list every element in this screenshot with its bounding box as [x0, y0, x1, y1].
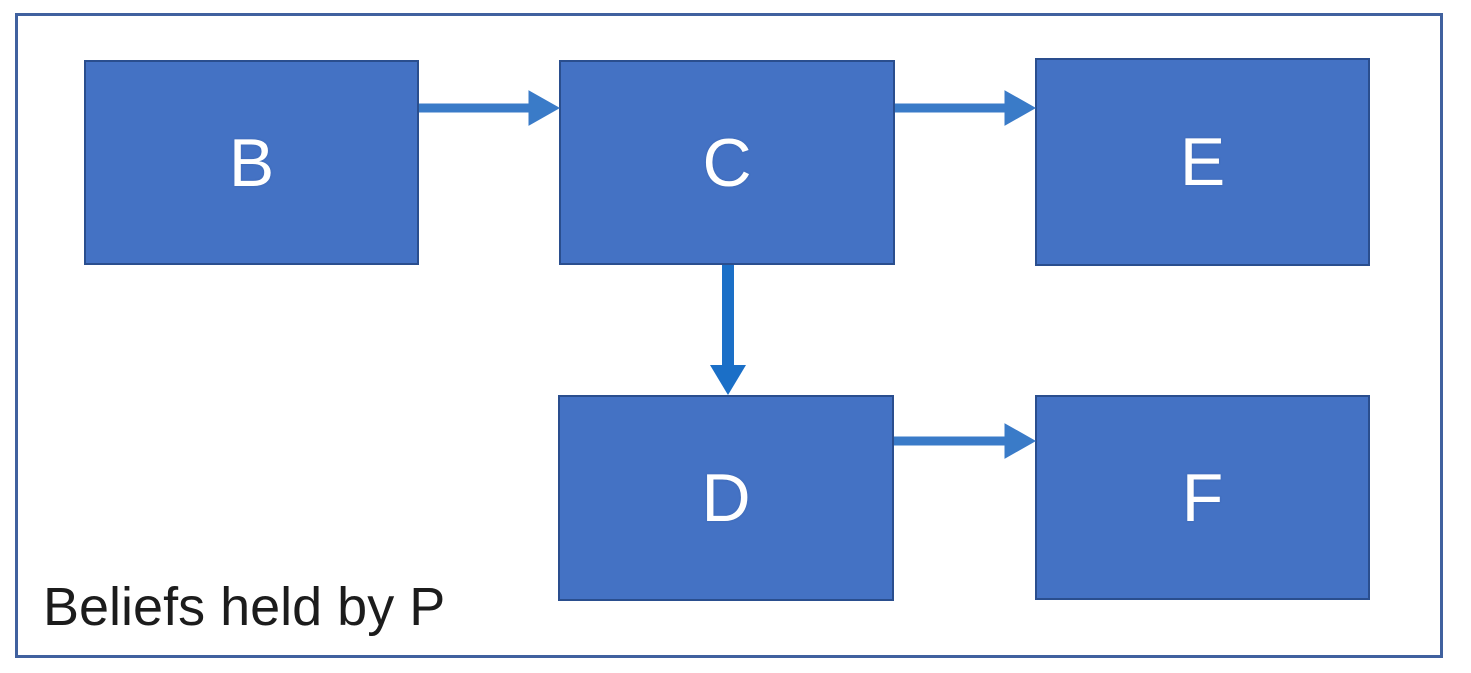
diagram-caption: Beliefs held by P: [43, 577, 446, 637]
arrow-c-to-d-icon: [710, 265, 746, 395]
node-c: C: [559, 60, 895, 265]
diagram-frame-border: [15, 13, 1443, 658]
arrow-d-to-f-icon: [894, 423, 1037, 459]
node-f: F: [1035, 395, 1370, 600]
arrow-c-to-e-icon: [895, 90, 1037, 126]
node-e: E: [1035, 58, 1370, 266]
arrow-b-to-c-icon: [419, 90, 561, 126]
node-c-label: C: [702, 124, 752, 201]
node-f-label: F: [1181, 459, 1224, 536]
node-e-label: E: [1179, 124, 1226, 200]
node-b: B: [84, 60, 419, 265]
node-b-label: B: [228, 124, 275, 201]
node-d: D: [558, 395, 894, 601]
node-d-label: D: [701, 460, 751, 536]
